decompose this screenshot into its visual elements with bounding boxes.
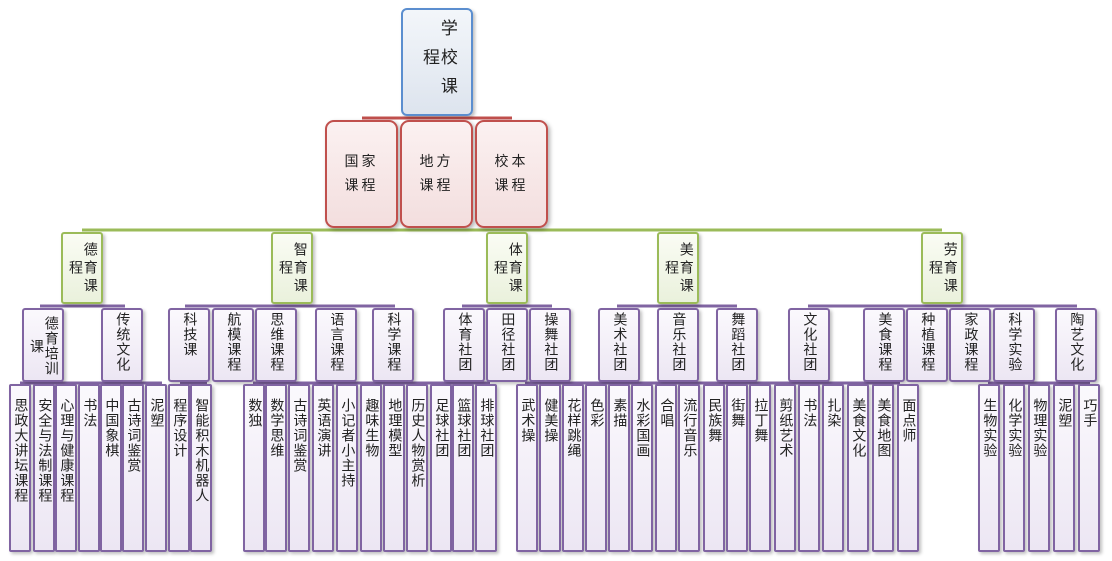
level3-node: 传统文化 <box>101 308 143 382</box>
level2-intellectual: 智育课程 <box>271 232 313 304</box>
level3-node: 陶艺文化 <box>1055 308 1097 382</box>
level4-node: 素描 <box>608 384 630 552</box>
level4-node: 合唱 <box>655 384 677 552</box>
root-node: 学校课程 <box>401 8 473 116</box>
level4-node: 书法 <box>78 384 100 552</box>
level4-node: 剪纸艺术 <box>774 384 796 552</box>
level4-node: 色彩 <box>585 384 607 552</box>
level3-node: 体育社团 <box>443 308 485 382</box>
level4-node: 趣味生物 <box>360 384 382 552</box>
level4-node: 中国象棋 <box>100 384 122 552</box>
level3-node: 科技课 <box>168 308 210 382</box>
level4-node: 地理模型 <box>383 384 405 552</box>
level1-school-course: 校本课程 <box>475 120 548 228</box>
level4-node: 美食文化 <box>847 384 869 552</box>
level4-node: 武术操 <box>516 384 538 552</box>
level4-node: 水彩国画 <box>631 384 653 552</box>
level4-node: 书法 <box>798 384 820 552</box>
level4-node: 足球社团 <box>430 384 452 552</box>
level3-node: 科学实验 <box>993 308 1035 382</box>
level3-node: 田径社团 <box>486 308 528 382</box>
level3-node: 音乐社团 <box>657 308 699 382</box>
level4-node: 数学思维 <box>265 384 287 552</box>
level1-local-course: 地方课程 <box>400 120 473 228</box>
level4-node: 美食地图 <box>872 384 894 552</box>
level1-national-course: 国家课程 <box>325 120 398 228</box>
level4-node: 巧手 <box>1078 384 1100 552</box>
level4-node: 篮球社团 <box>452 384 474 552</box>
level3-node: 航模课程 <box>212 308 254 382</box>
level4-node: 健美操 <box>539 384 561 552</box>
level4-node: 泥塑 <box>145 384 167 552</box>
level2-labor: 劳育课程 <box>921 232 963 304</box>
level4-node: 数独 <box>243 384 265 552</box>
level3-node: 美食课程 <box>863 308 905 382</box>
level3-node: 美术社团 <box>598 308 640 382</box>
level4-node: 思政大讲坛课程 <box>9 384 31 552</box>
level4-node: 拉丁舞 <box>749 384 771 552</box>
level4-node: 智能积木机器人 <box>190 384 212 552</box>
level4-node: 历史人物赏析 <box>406 384 428 552</box>
level4-node: 面点师 <box>897 384 919 552</box>
level3-node: 文化社团 <box>788 308 830 382</box>
level4-node: 扎染 <box>822 384 844 552</box>
level4-node: 古诗词鉴赏 <box>288 384 310 552</box>
level4-node: 排球社团 <box>475 384 497 552</box>
level2-physical: 体育课程 <box>486 232 528 304</box>
level4-node: 泥塑 <box>1053 384 1075 552</box>
level4-node: 生物实验 <box>978 384 1000 552</box>
level4-node: 花样跳绳 <box>562 384 584 552</box>
level4-node: 安全与法制课程 <box>33 384 55 552</box>
level3-node: 操舞社团 <box>529 308 571 382</box>
level4-node: 街舞 <box>726 384 748 552</box>
level4-node: 英语演讲 <box>312 384 334 552</box>
level4-node: 民族舞 <box>703 384 725 552</box>
level3-node: 科学课程 <box>372 308 414 382</box>
level4-node: 程序设计 <box>168 384 190 552</box>
level3-node: 舞蹈社团 <box>716 308 758 382</box>
level4-node: 物理实验 <box>1028 384 1050 552</box>
level3-node: 语言课程 <box>315 308 357 382</box>
level4-node: 化学实验 <box>1003 384 1025 552</box>
level4-node: 古诗词鉴赏 <box>122 384 144 552</box>
level3-node: 思维课程 <box>255 308 297 382</box>
level3-node: 家政课程 <box>949 308 991 382</box>
level3-node: 德育培训课 <box>22 308 64 382</box>
level4-node: 小记者小主持 <box>336 384 358 552</box>
level2-aesthetic: 美育课程 <box>657 232 699 304</box>
level4-node: 心理与健康课程 <box>55 384 77 552</box>
level2-moral: 德育课程 <box>61 232 103 304</box>
level4-node: 流行音乐 <box>678 384 700 552</box>
level3-node: 种植课程 <box>906 308 948 382</box>
